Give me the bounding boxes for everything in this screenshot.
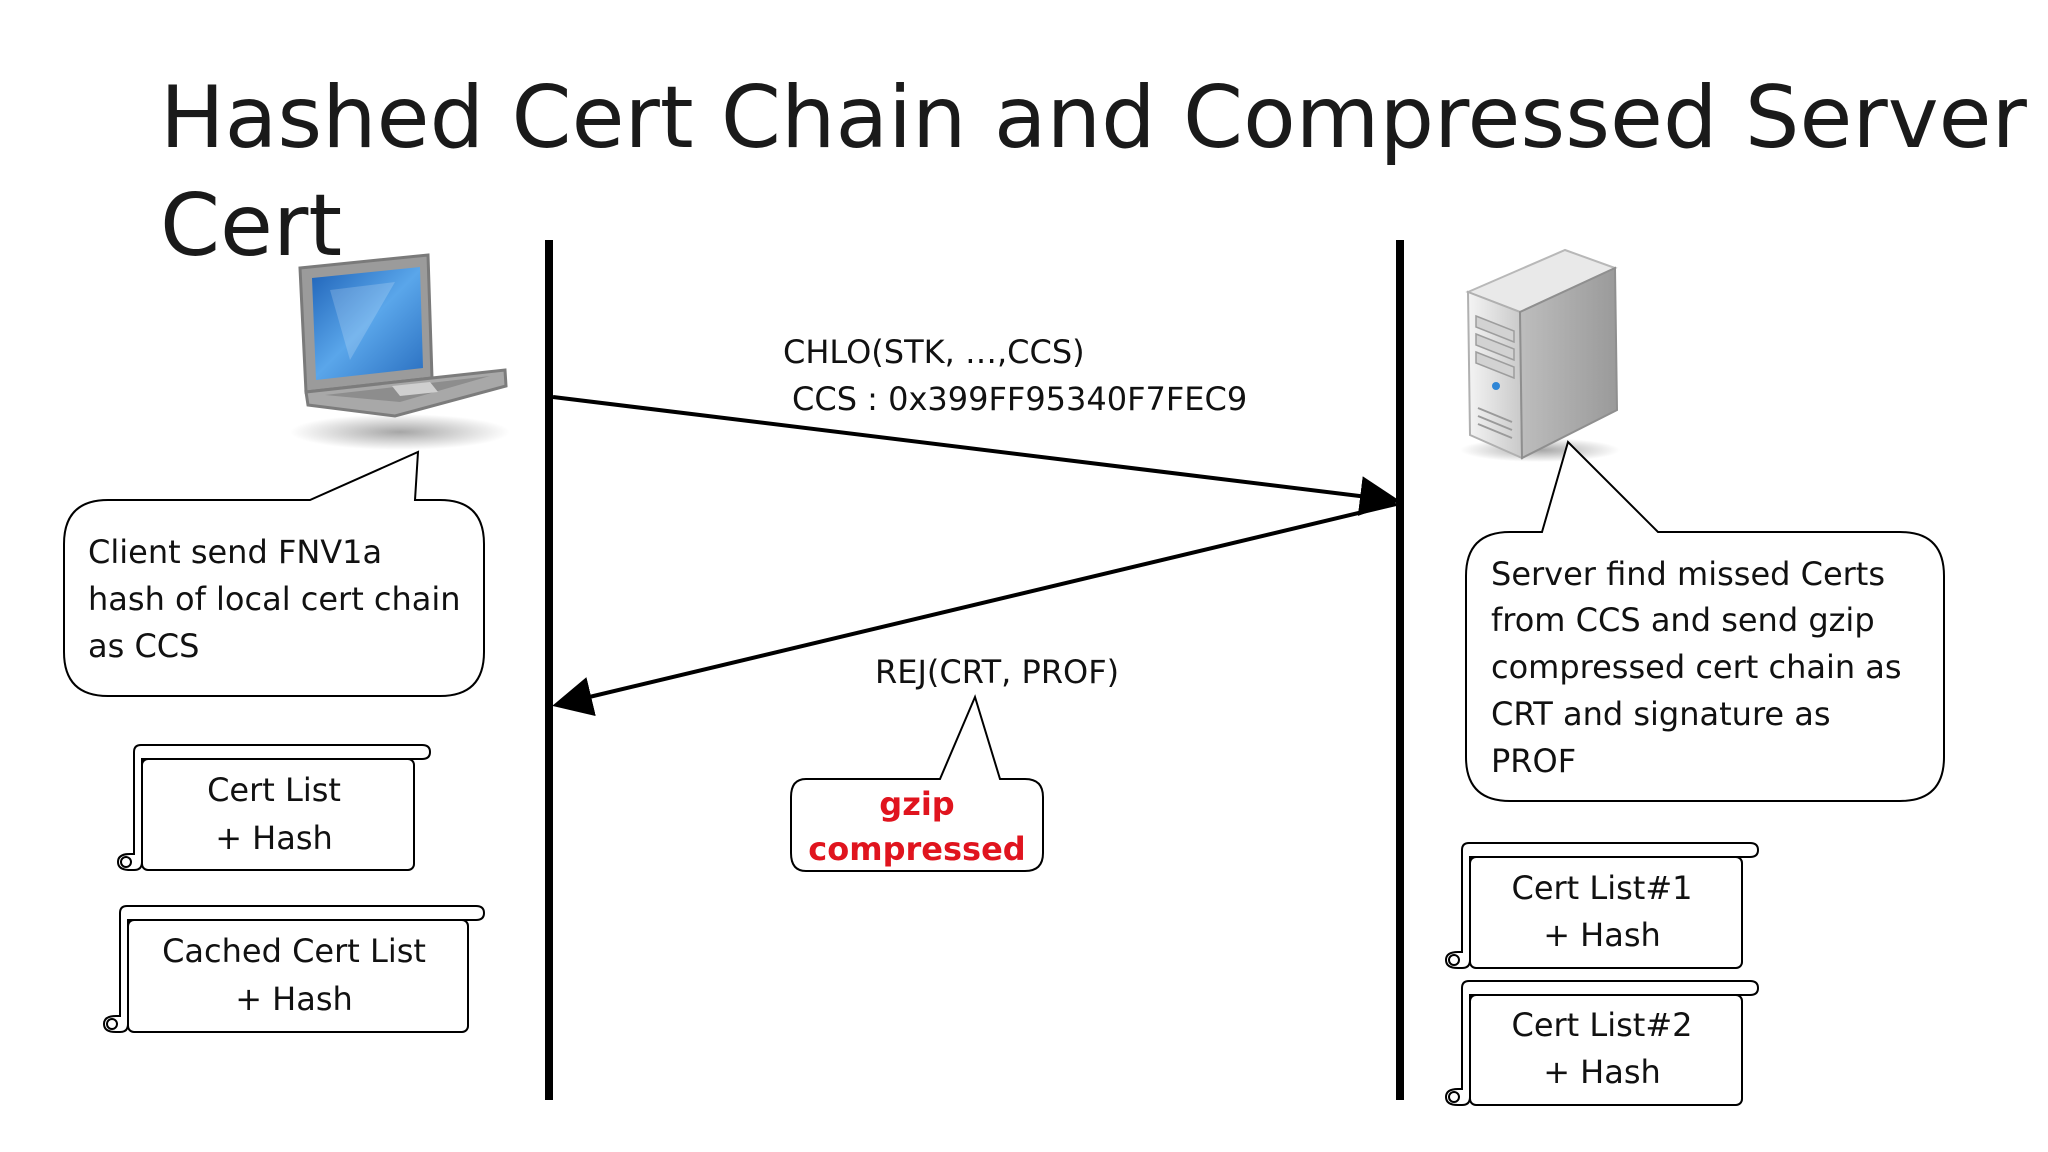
server-bubble-line3: compressed cert chain as bbox=[1491, 648, 1902, 686]
chlo-arrow bbox=[552, 395, 1400, 516]
client-cert-list-scroll: Cert List + Hash bbox=[116, 744, 432, 871]
client-scroll-1-line1: Cert List bbox=[207, 771, 341, 809]
server-bubble-line2: from CCS and send gzip bbox=[1491, 601, 1875, 639]
rej-arrow bbox=[552, 502, 1397, 717]
page-title-line2: Cert bbox=[160, 176, 342, 276]
server-cert-list-2-scroll: Cert List#2 + Hash bbox=[1444, 980, 1760, 1106]
client-bubble-line1: Client send FNV1a bbox=[88, 533, 382, 571]
client-scroll-1-line2: + Hash bbox=[215, 819, 333, 857]
chlo-ccs-value: CCS : 0x399FF95340F7FEC9 bbox=[792, 380, 1247, 418]
gzip-bubble bbox=[790, 694, 1044, 872]
client-scroll-2-line1: Cached Cert List bbox=[162, 932, 426, 970]
chlo-label: CHLO(STK, …,CCS) bbox=[783, 333, 1085, 371]
server-bubble-line4: CRT and signature as bbox=[1491, 695, 1831, 733]
client-bubble bbox=[63, 450, 485, 697]
server-bubble bbox=[1465, 440, 1945, 802]
client-bubble-line2: hash of local cert chain bbox=[88, 580, 461, 618]
client-cached-cert-list-scroll: Cached Cert List + Hash bbox=[102, 905, 486, 1033]
server-cert-list-1-scroll: Cert List#1 + Hash bbox=[1444, 842, 1760, 969]
laptop-icon bbox=[290, 253, 510, 450]
server-scroll-1-line2: + Hash bbox=[1543, 916, 1661, 954]
server-bubble-line5: PROF bbox=[1491, 742, 1576, 780]
rej-label: REJ(CRT, PROF) bbox=[875, 653, 1119, 691]
page-title-line1: Hashed Cert Chain and Compressed Server bbox=[160, 68, 2028, 168]
server-tower-icon bbox=[1460, 248, 1620, 462]
gzip-label-line1: gzip bbox=[879, 785, 954, 823]
server-scroll-2-line2: + Hash bbox=[1543, 1053, 1661, 1091]
server-scroll-2-line1: Cert List#2 bbox=[1511, 1006, 1692, 1044]
server-scroll-1-line1: Cert List#1 bbox=[1511, 869, 1692, 907]
client-scroll-2-line2: + Hash bbox=[235, 980, 353, 1018]
client-bubble-line3: as CCS bbox=[88, 627, 199, 665]
server-bubble-line1: Server find missed Certs bbox=[1491, 555, 1885, 593]
gzip-label-line2: compressed bbox=[808, 830, 1025, 868]
